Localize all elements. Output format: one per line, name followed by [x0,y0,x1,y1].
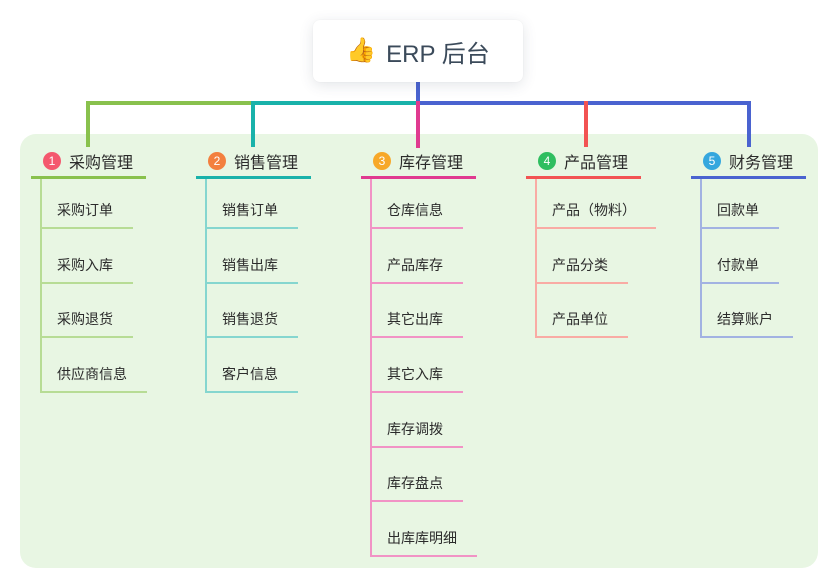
child-label: 产品库存 [387,257,443,273]
child-node[interactable]: 采购退货 [40,301,133,338]
child-label: 回款单 [717,202,759,218]
children-connector-line [370,179,372,557]
child-label: 销售出库 [222,257,278,273]
branch-node-inventory[interactable]: 3 库存管理 [361,146,476,179]
child-node[interactable]: 销售退货 [205,301,298,338]
child-label: 采购入库 [57,257,113,273]
connector-drop-inventory [416,101,420,148]
child-node[interactable]: 其它出库 [370,301,463,338]
child-node[interactable]: 产品库存 [370,247,463,284]
branch-label: 库存管理 [399,155,464,172]
root-node-erp[interactable]: 👍 ERP 后台 [313,20,523,82]
child-node[interactable]: 仓库信息 [370,192,463,229]
children-connector-line [535,179,537,338]
child-label: 库存调拨 [387,421,443,437]
branch-label: 产品管理 [564,155,629,172]
branch-node-product[interactable]: 4 产品管理 [526,146,641,179]
connector-root-drop [416,82,420,103]
child-label: 采购订单 [57,202,113,218]
connector-drop-finance [747,101,751,147]
child-node[interactable]: 采购订单 [40,192,133,229]
connector-trunk-green [86,101,255,105]
branch-label: 财务管理 [729,155,794,172]
child-label: 产品分类 [552,257,608,273]
mindmap-branches-panel [20,134,818,568]
child-node[interactable]: 库存调拨 [370,411,463,448]
thumbs-up-icon: 👍 [346,37,377,64]
child-label: 销售订单 [222,202,278,218]
child-node[interactable]: 库存盘点 [370,465,463,502]
child-node[interactable]: 其它入库 [370,356,463,393]
connector-trunk-teal [253,101,418,105]
child-label: 产品单位 [552,311,608,327]
child-node[interactable]: 产品分类 [535,247,628,284]
branch-node-purchase[interactable]: 1 采购管理 [31,146,146,179]
child-label: 供应商信息 [57,366,127,382]
badge-1: 1 [43,152,61,170]
connector-drop-sales [251,101,255,147]
connector-drop-product [584,101,588,147]
child-node[interactable]: 客户信息 [205,356,298,393]
badge-4: 4 [538,152,556,170]
branch-label: 采购管理 [69,155,134,172]
child-label: 销售退货 [222,311,278,327]
child-node[interactable]: 采购入库 [40,247,133,284]
children-connector-line [700,179,702,338]
child-node[interactable]: 销售出库 [205,247,298,284]
child-node[interactable]: 产品（物料） [535,192,656,229]
child-label: 仓库信息 [387,202,443,218]
connector-drop-purchase [86,101,90,147]
child-node[interactable]: 供应商信息 [40,356,147,393]
badge-5: 5 [703,152,721,170]
child-label: 客户信息 [222,366,278,382]
child-label: 结算账户 [717,311,773,327]
child-label: 出库库明细 [387,530,457,546]
branch-node-finance[interactable]: 5 财务管理 [691,146,806,179]
branch-label: 销售管理 [234,155,299,172]
children-connector-line [40,179,42,393]
child-label: 其它入库 [387,366,443,382]
child-label: 产品（物料） [552,202,636,218]
child-label: 其它出库 [387,311,443,327]
root-label: ERP 后台 [386,40,490,68]
child-node[interactable]: 销售订单 [205,192,298,229]
branch-node-sales[interactable]: 2 销售管理 [196,146,311,179]
child-node[interactable]: 付款单 [700,247,779,284]
child-node[interactable]: 产品单位 [535,301,628,338]
badge-3: 3 [373,152,391,170]
children-connector-line [205,179,207,393]
child-node[interactable]: 出库库明细 [370,520,477,557]
child-node[interactable]: 结算账户 [700,301,793,338]
child-node[interactable]: 回款单 [700,192,779,229]
badge-2: 2 [208,152,226,170]
child-label: 采购退货 [57,311,113,327]
child-label: 付款单 [717,257,759,273]
child-label: 库存盘点 [387,475,443,491]
